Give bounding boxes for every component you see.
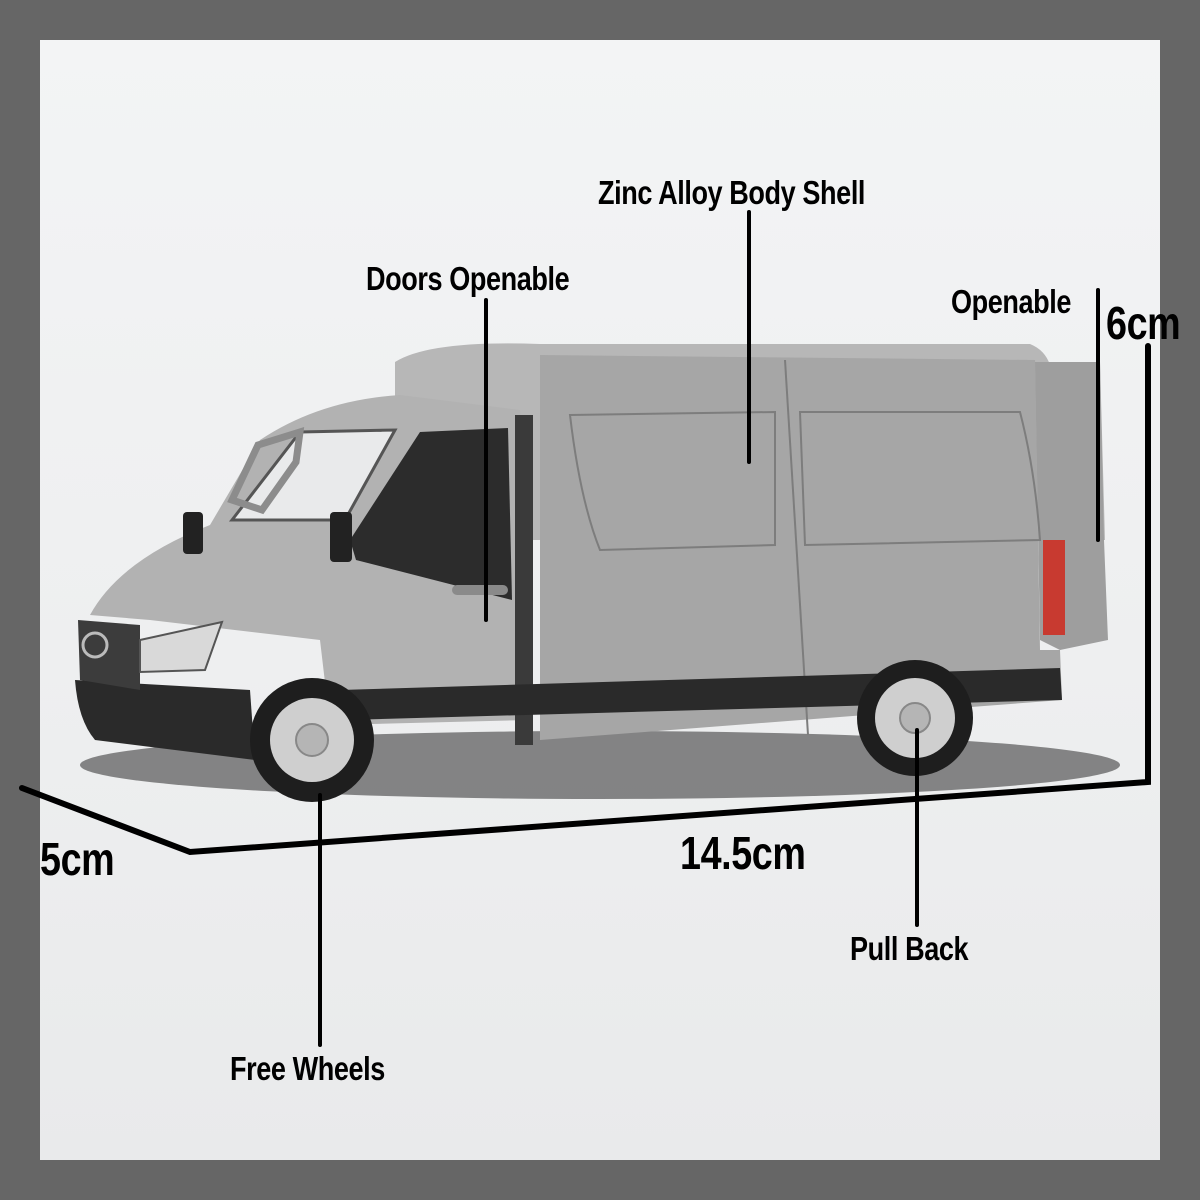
dimension-outline xyxy=(19,343,1151,856)
label-body-shell: Zinc Alloy Body Shell xyxy=(598,174,866,211)
logo-emblem xyxy=(81,631,109,659)
label-width-dimension: 5cm xyxy=(40,833,115,885)
annotation-lines xyxy=(318,210,1100,1047)
cargo-body xyxy=(540,355,1062,740)
van-illustration xyxy=(75,343,1108,802)
rear-wheel xyxy=(857,660,973,776)
label-rear-openable: Openable xyxy=(951,283,1072,320)
front-bumper xyxy=(75,680,255,760)
dimension-lines xyxy=(19,343,1151,856)
label-free-wheels: Free Wheels xyxy=(230,1050,385,1087)
label-doors-openable: Doors Openable xyxy=(366,260,570,297)
label-length-dimension: 14.5cm xyxy=(680,827,806,879)
label-height-dimension: 6cm xyxy=(1106,297,1181,349)
label-pull-back: Pull Back xyxy=(850,930,969,967)
tail-light xyxy=(1043,540,1065,635)
front-wheel xyxy=(250,678,374,802)
